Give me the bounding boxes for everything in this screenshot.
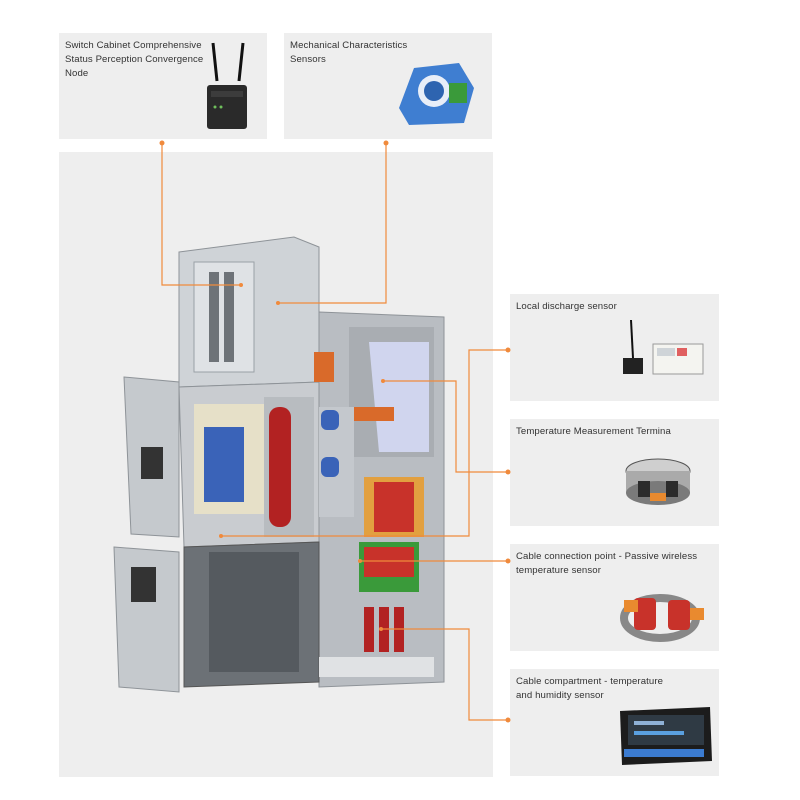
card-cable-connection-point: Cable connection point - Passive wireles… — [510, 544, 719, 651]
card-label-cable-connection-point: Cable connection point - Passive wireles… — [516, 551, 698, 576]
card-temperature-terminal: Temperature Measurement Termina — [510, 419, 719, 526]
display-sensor-icon — [620, 707, 712, 765]
card-label-mechanical-sensors: Mechanical Characteristics Sensors — [290, 40, 408, 65]
switchgear-diagram — [59, 152, 493, 777]
antenna-sensor-icon — [623, 319, 704, 375]
card-local-discharge: Local discharge sensor — [510, 294, 719, 401]
card-mechanical-sensors: Mechanical Characteristics Sensors — [284, 33, 492, 139]
card-label-temperature-humidity: Cable compartment - temperature and humi… — [516, 676, 664, 701]
card-label-convergence-node: Switch Cabinet Comprehensive Status Perc… — [65, 40, 204, 79]
ring-sensor-icon — [625, 458, 691, 505]
clamp-sensor-icon — [620, 594, 704, 642]
current-sensor-icon — [399, 63, 474, 125]
switchgear-cabinet-illustration — [113, 236, 445, 693]
card-convergence-node: Switch Cabinet Comprehensive Status Perc… — [59, 33, 267, 139]
router-icon — [207, 42, 247, 129]
card-label-temperature-terminal: Temperature Measurement Termina — [516, 426, 671, 437]
card-temperature-humidity: Cable compartment - temperature and humi… — [510, 669, 719, 776]
card-label-local-discharge: Local discharge sensor — [516, 301, 617, 312]
